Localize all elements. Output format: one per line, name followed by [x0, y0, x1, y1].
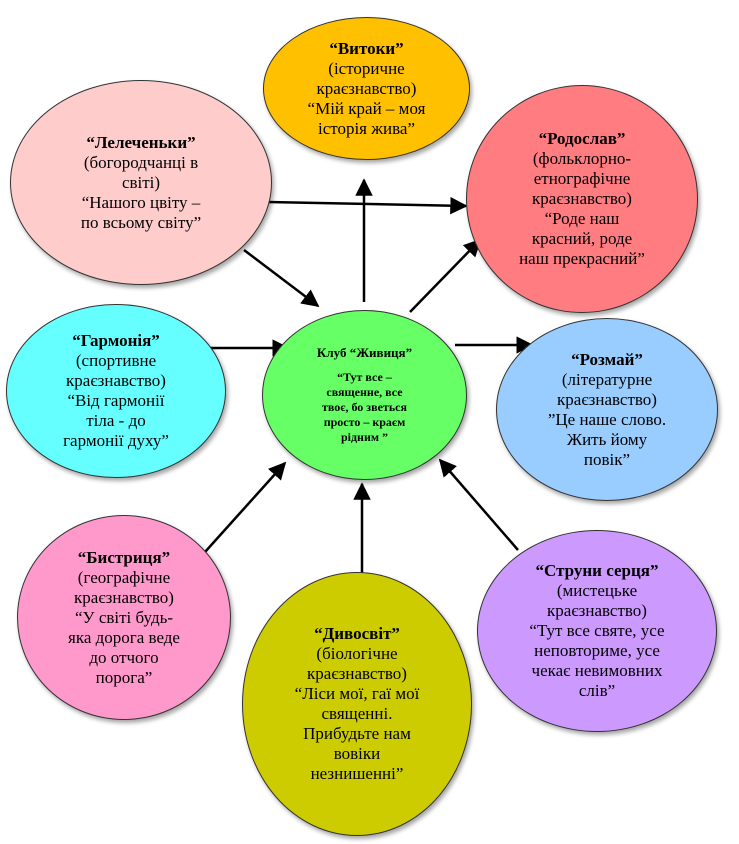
arrow-struny-to-center [438, 458, 519, 551]
lelechenky-title: “Лелеченьки” [86, 132, 196, 152]
struny-line: слів” [578, 681, 616, 700]
bystrytsia-line: до отчого [89, 647, 159, 667]
arrow-lelechenky-to-rodoslav [267, 196, 468, 215]
center-line: священне, все [326, 385, 403, 399]
dyvosvit-line: священні. [321, 704, 393, 723]
dyvosvit-line: вовіки [333, 744, 381, 763]
lelechenky-line: “Нашого цвіту – [81, 192, 201, 212]
dyvosvit-line: краєзнавство) [307, 664, 407, 683]
rozmai-line: ”Це наше слово. [547, 409, 667, 429]
struny-title: “Струни серця” [535, 561, 659, 580]
bystrytsia-line: порога” [95, 667, 153, 687]
rodoslav-line: наш прекрасний” [519, 249, 645, 268]
dyvosvit-line: (біологічне [316, 644, 398, 663]
vytoky-line: історія жива” [317, 118, 415, 138]
arrow-lelechenky-to-center [243, 249, 320, 308]
rodoslav-line: краєзнавство) [532, 189, 632, 208]
harmoniia-line: краєзнавство) [66, 371, 166, 390]
lelechenky-line: (богородчанці в [83, 152, 199, 172]
rozmai-line: повік” [583, 449, 631, 469]
vytoky-line: краєзнавство) [316, 78, 417, 98]
center-title: Клуб “Живиця” [316, 345, 413, 360]
center-line: “Тут все – [337, 370, 392, 384]
arrow-bystrytsia-to-center [204, 461, 287, 553]
rodoslav-line: (фольклорно- [532, 149, 632, 168]
arrow-center-to-rodoslav [409, 238, 482, 313]
bystrytsia-line: яка дорога веде [68, 627, 180, 647]
dyvosvit-line: Прибудьте нам [303, 724, 411, 743]
harmoniia-line: тіла - до [86, 411, 146, 430]
center-line: просто – краєм [323, 415, 406, 429]
harmoniia-line: (спортивне [75, 351, 157, 370]
dyvosvit-line: незнишенні” [310, 764, 404, 783]
center-line: рідним ” [340, 430, 389, 444]
bystrytsia-line: (географічне [77, 567, 171, 587]
rozmai-line: краєзнавство) [557, 389, 657, 409]
harmoniia-line: “Від гармонії [67, 391, 165, 410]
lelechenky-line: світі) [121, 172, 161, 192]
vytoky-title: “Витоки” [329, 38, 404, 58]
struny-line: (мистецьке [556, 581, 638, 600]
bystrytsia-line: “У світі будь- [74, 607, 174, 627]
bystrytsia-line: краєзнавство) [74, 587, 174, 607]
rozmai-line: (літературне [561, 369, 653, 389]
vytoky-line: (історичне [328, 58, 405, 78]
struny-line: чекає невимовних [531, 661, 663, 680]
struny-line: неповториме, усе [534, 641, 660, 660]
center-line: твоє, бо зветься [321, 400, 407, 414]
bystrytsia-title: “Бистриця” [77, 547, 171, 567]
rodoslav-title: “Родослав” [538, 129, 626, 148]
dyvosvit-title: “Дивосвіт” [314, 624, 400, 643]
rodoslav-line: красний, роде [531, 229, 633, 248]
rodoslav-line: “Роде наш [544, 209, 620, 228]
rozmai-title: “Розмай” [571, 349, 643, 369]
rozmai-line: Жить йому [566, 429, 648, 449]
harmoniia-title: “Гармонія” [72, 331, 160, 350]
rodoslav-line: етнографічне [533, 169, 631, 188]
vytoky-line: “Мій край – моя [307, 98, 426, 118]
harmoniia-line: гармонії духу” [63, 431, 169, 450]
struny-line: “Тут все святе, усе [529, 621, 665, 640]
lelechenky-line: по всьому світу” [80, 212, 202, 232]
dyvosvit-line: “Ліси мої, гаї мої [294, 684, 420, 703]
struny-line: краєзнавство) [547, 601, 647, 620]
